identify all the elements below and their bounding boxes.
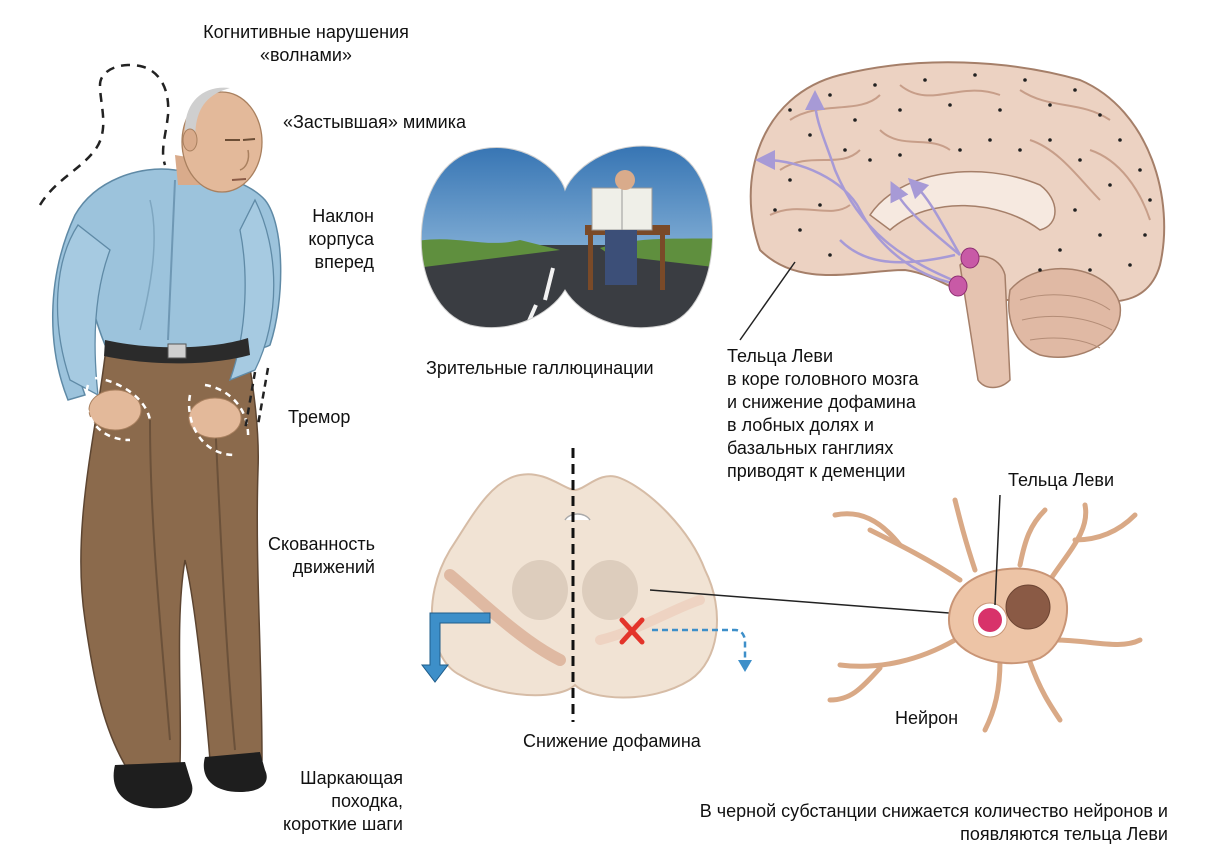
dopamine-arrow-dashed [652, 628, 747, 660]
label-cognitive: Когнитивные нарушения «волнами» [203, 22, 409, 65]
right-hand [188, 397, 242, 439]
label-lewy-cortex: Тельца Леви в коре головного мозга и сни… [727, 346, 919, 481]
lewy-body-pointer [994, 494, 1001, 606]
tremor-marks [84, 376, 250, 457]
hair [185, 87, 230, 140]
right-shoe [203, 752, 267, 792]
brainstem [959, 255, 1011, 389]
label-gait: Шаркающая походка, короткие шаги [283, 768, 403, 834]
parkinson-patient-figure [38, 63, 282, 809]
label-posture: Наклон корпуса вперед [308, 206, 374, 272]
brain-illustration [739, 61, 1166, 389]
cerebellum [1008, 267, 1121, 358]
lewy-body-brain-2 [948, 275, 968, 297]
cortex-dots [773, 73, 1152, 272]
right-arm [228, 198, 275, 382]
lewy-body-brain-1 [960, 247, 980, 269]
label-facial-expression: «Застывшая» мимика [283, 112, 466, 132]
head [181, 91, 263, 193]
label-lewy-body: Тельца Леви [1008, 470, 1115, 490]
left-shoe [113, 762, 193, 809]
lewy-cortex-pointer [739, 261, 796, 341]
label-dopamine-decrease: Снижение дофамина [523, 731, 701, 751]
ghost-silhouette-outline [38, 63, 170, 206]
dopamine-pathways [755, 90, 966, 287]
neuron-connector-line [649, 589, 976, 616]
label-substantia-nigra: В черной субстанции снижается количество… [699, 801, 1168, 844]
dopamine-arrow-solid [420, 612, 491, 683]
cross-mark-icon [619, 617, 645, 645]
visual-hallucination-scene [420, 145, 714, 329]
label-neuron: Нейрон [895, 708, 959, 728]
neuron-nucleus [1005, 584, 1051, 630]
label-rigidity: Скованность движений [268, 534, 375, 577]
neuron-illustration [827, 494, 1143, 733]
label-tremor: Тремор [288, 407, 351, 427]
midbrain-cross-section [420, 448, 976, 722]
left-hand [88, 389, 142, 431]
label-hallucinations: Зрительные галлюцинации [426, 358, 654, 378]
